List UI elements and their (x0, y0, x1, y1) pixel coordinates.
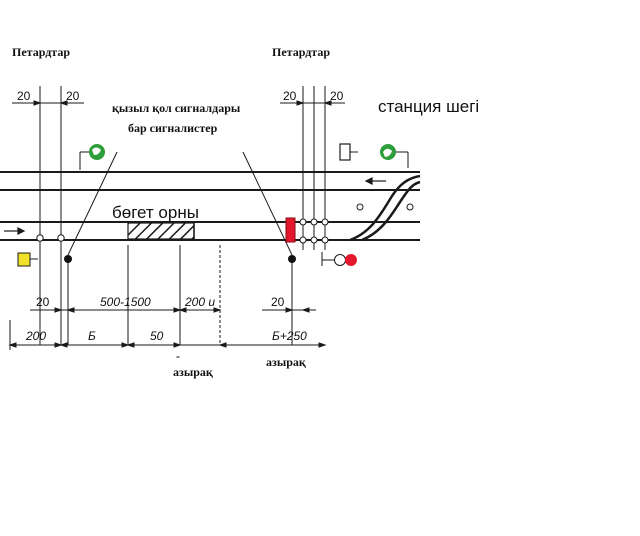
dim-mid-20-right-tick-1 (285, 307, 294, 313)
petard-right-marker-3 (321, 218, 329, 226)
dim-bot-tick-d (121, 342, 130, 348)
shorter-right-label: азырақ (266, 355, 306, 369)
yellow-board (17, 252, 38, 267)
petard-left-marker-1 (36, 234, 44, 242)
hand-signal-left-hand (92, 147, 101, 155)
arrow-left-head (364, 177, 373, 185)
red-lights (321, 252, 357, 266)
red-barrier-icon (285, 217, 296, 243)
dim-top-left-tick-2 (59, 100, 68, 106)
leader-right (242, 151, 293, 256)
dim-bot-b250: Б+250 (272, 329, 307, 343)
petard-right-marker-5 (310, 236, 318, 244)
yellow-board-icon (17, 252, 31, 267)
hand-signal-right (380, 144, 409, 168)
small-ring-2 (406, 203, 414, 211)
dim-top-right-tick-2 (323, 100, 332, 106)
dim-mid-20-left: 20 (36, 295, 50, 309)
petards-left (36, 86, 65, 345)
dim-bot-tick-c (59, 342, 68, 348)
hand-signal-left (79, 144, 105, 170)
dim-mid-range-tick-1 (66, 307, 75, 313)
red-barrier (285, 217, 296, 243)
dim-bot-200: 200 (25, 329, 46, 343)
arrow-right-head (17, 227, 26, 235)
dim-mid-20-right: 20 (271, 295, 285, 309)
distance-guides (9, 245, 293, 350)
dim-bot-tick-b (54, 342, 63, 348)
text-labels: Петардтар Петардтар қызыл қол сигналдары… (12, 45, 479, 379)
direction-arrows (4, 177, 386, 235)
dim-bot-b: Б (88, 329, 96, 343)
top-dimensions (12, 100, 345, 106)
small-ring-1 (356, 203, 364, 211)
dim-mid-200-tick-2 (213, 307, 222, 313)
petard-right-marker-2 (310, 218, 318, 226)
obstacle-label: бөгет орны (112, 203, 199, 222)
dim-top-left-b: 20 (66, 89, 80, 103)
tracks (0, 171, 421, 242)
dim-top-right-tick-1 (296, 100, 305, 106)
bottom-dimensions (8, 342, 327, 348)
dim-bot-tick-e (126, 342, 135, 348)
dim-mid-200-tick-1 (178, 307, 187, 313)
dim-top-left-a: 20 (17, 89, 31, 103)
dim-mid-200: 200 и (184, 295, 215, 309)
red-signal-lights-icon (334, 254, 346, 266)
dim-top-left-tick-1 (33, 100, 42, 106)
hand-signal-right-hand (383, 148, 392, 157)
dim-bot-tick-a (8, 342, 17, 348)
mid-dimensions (30, 307, 316, 313)
signalman-right-dot (288, 255, 296, 263)
dim-mid-range-tick-2 (173, 307, 182, 313)
small-circle-marks (356, 203, 414, 211)
leader-left (67, 151, 118, 256)
petard-right-marker-6 (321, 236, 329, 244)
signalman-left-dot (64, 255, 72, 263)
dim-top-right-b: 20 (330, 89, 344, 103)
petard-right-label: Петардтар (272, 45, 330, 59)
signalmen-label-line-2: бар сигналистер (128, 121, 218, 135)
dim-bot-tick-f (173, 342, 182, 348)
dim-bot-tick-h (318, 342, 327, 348)
station-boundary-label: станция шегі (378, 97, 479, 116)
petard-left-marker-2 (57, 234, 65, 242)
leader-lines (67, 151, 293, 256)
shorter-dash: - (176, 349, 180, 363)
stop-board-icon (339, 143, 351, 161)
petard-right-marker-4 (299, 236, 307, 244)
dim-top-right-a: 20 (283, 89, 297, 103)
red-signal-light-lit (345, 254, 357, 266)
dim-mid-20-left-tick-1 (54, 307, 63, 313)
switch-curve-1 (349, 174, 421, 242)
dim-mid-20-right-tick-2 (301, 307, 310, 313)
obstacle-zone (127, 222, 195, 240)
signalmen-label-line-1: қызыл қол сигналдары (112, 101, 241, 115)
stop-board (339, 143, 358, 161)
petard-left-label: Петардтар (12, 45, 70, 59)
shorter-left-label: азырақ (173, 365, 213, 379)
switch-curve-2 (361, 180, 421, 242)
dim-mid-range: 500-1500 (100, 295, 151, 309)
petards-right (299, 86, 329, 250)
dim-bot-tick-g (218, 342, 227, 348)
obstacle-hatched-box (127, 222, 195, 240)
dim-bot-50: 50 (150, 329, 164, 343)
signalmen (64, 255, 296, 263)
petard-right-marker-1 (299, 218, 307, 226)
